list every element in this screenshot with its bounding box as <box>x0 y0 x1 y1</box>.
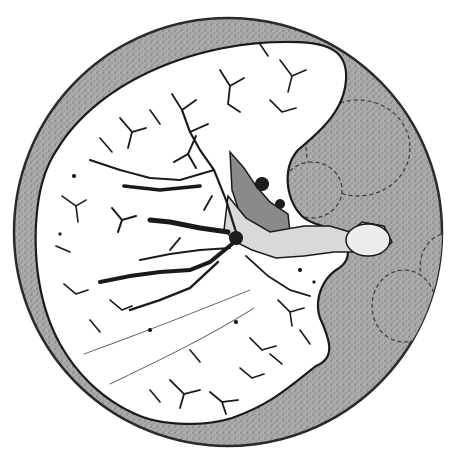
dot-e <box>312 280 315 283</box>
node-dot-2 <box>275 199 285 209</box>
nodule-lower-right <box>372 270 436 342</box>
dot-f <box>58 232 61 235</box>
dot-d <box>298 268 302 272</box>
dot-a <box>72 174 76 178</box>
dot-c <box>234 320 238 324</box>
node-dot-1 <box>255 177 269 191</box>
dot-b <box>148 328 152 332</box>
hilum-bulb <box>346 224 390 256</box>
